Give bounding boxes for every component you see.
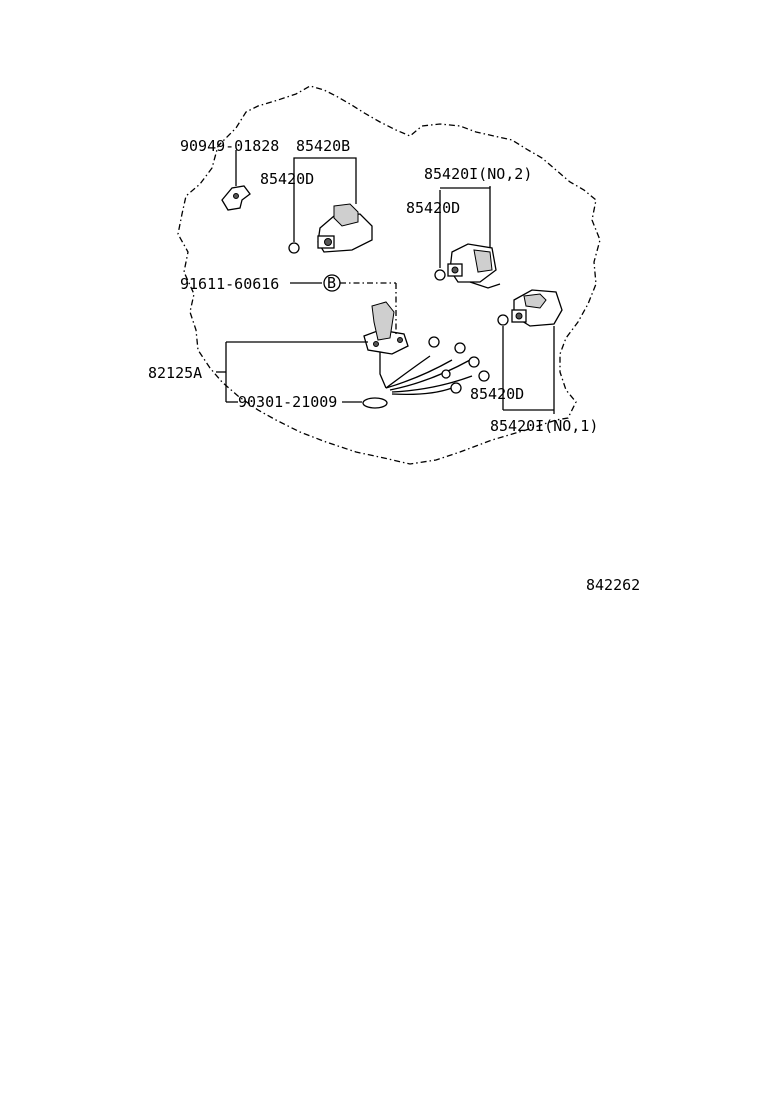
label-91611-60616: 91611-60616 bbox=[180, 275, 279, 293]
diagram-ref-number: 842262 bbox=[586, 576, 640, 594]
label-90949-01828: 90949-01828 bbox=[180, 137, 279, 155]
o-ring-b bbox=[434, 269, 446, 281]
label-85420i-no2: 85420I(NO,2) bbox=[424, 165, 532, 183]
label-85420d-upper-right: 85420D bbox=[406, 199, 460, 217]
solenoid-i-no1 bbox=[511, 289, 563, 327]
solenoid-i-no2 bbox=[447, 243, 501, 289]
label-90301-21009: 90301-21009 bbox=[238, 393, 337, 411]
solenoid-b bbox=[317, 203, 373, 253]
label-85420i-no1: 85420I(NO,1) bbox=[490, 417, 598, 435]
label-85420d-upper-left: 85420D bbox=[260, 170, 314, 188]
label-82125a: 82125A bbox=[148, 364, 202, 382]
label-85420b: 85420B bbox=[296, 137, 350, 155]
o-ring-a bbox=[288, 242, 300, 254]
o-ring-c bbox=[497, 314, 509, 326]
wire-harness bbox=[363, 301, 490, 396]
label-85420d-lower: 85420D bbox=[470, 385, 524, 403]
label-bolt-b: B bbox=[327, 274, 336, 292]
clip-part bbox=[221, 185, 251, 211]
transmission-case-outline bbox=[177, 85, 601, 465]
o-ring-90301 bbox=[362, 397, 388, 409]
